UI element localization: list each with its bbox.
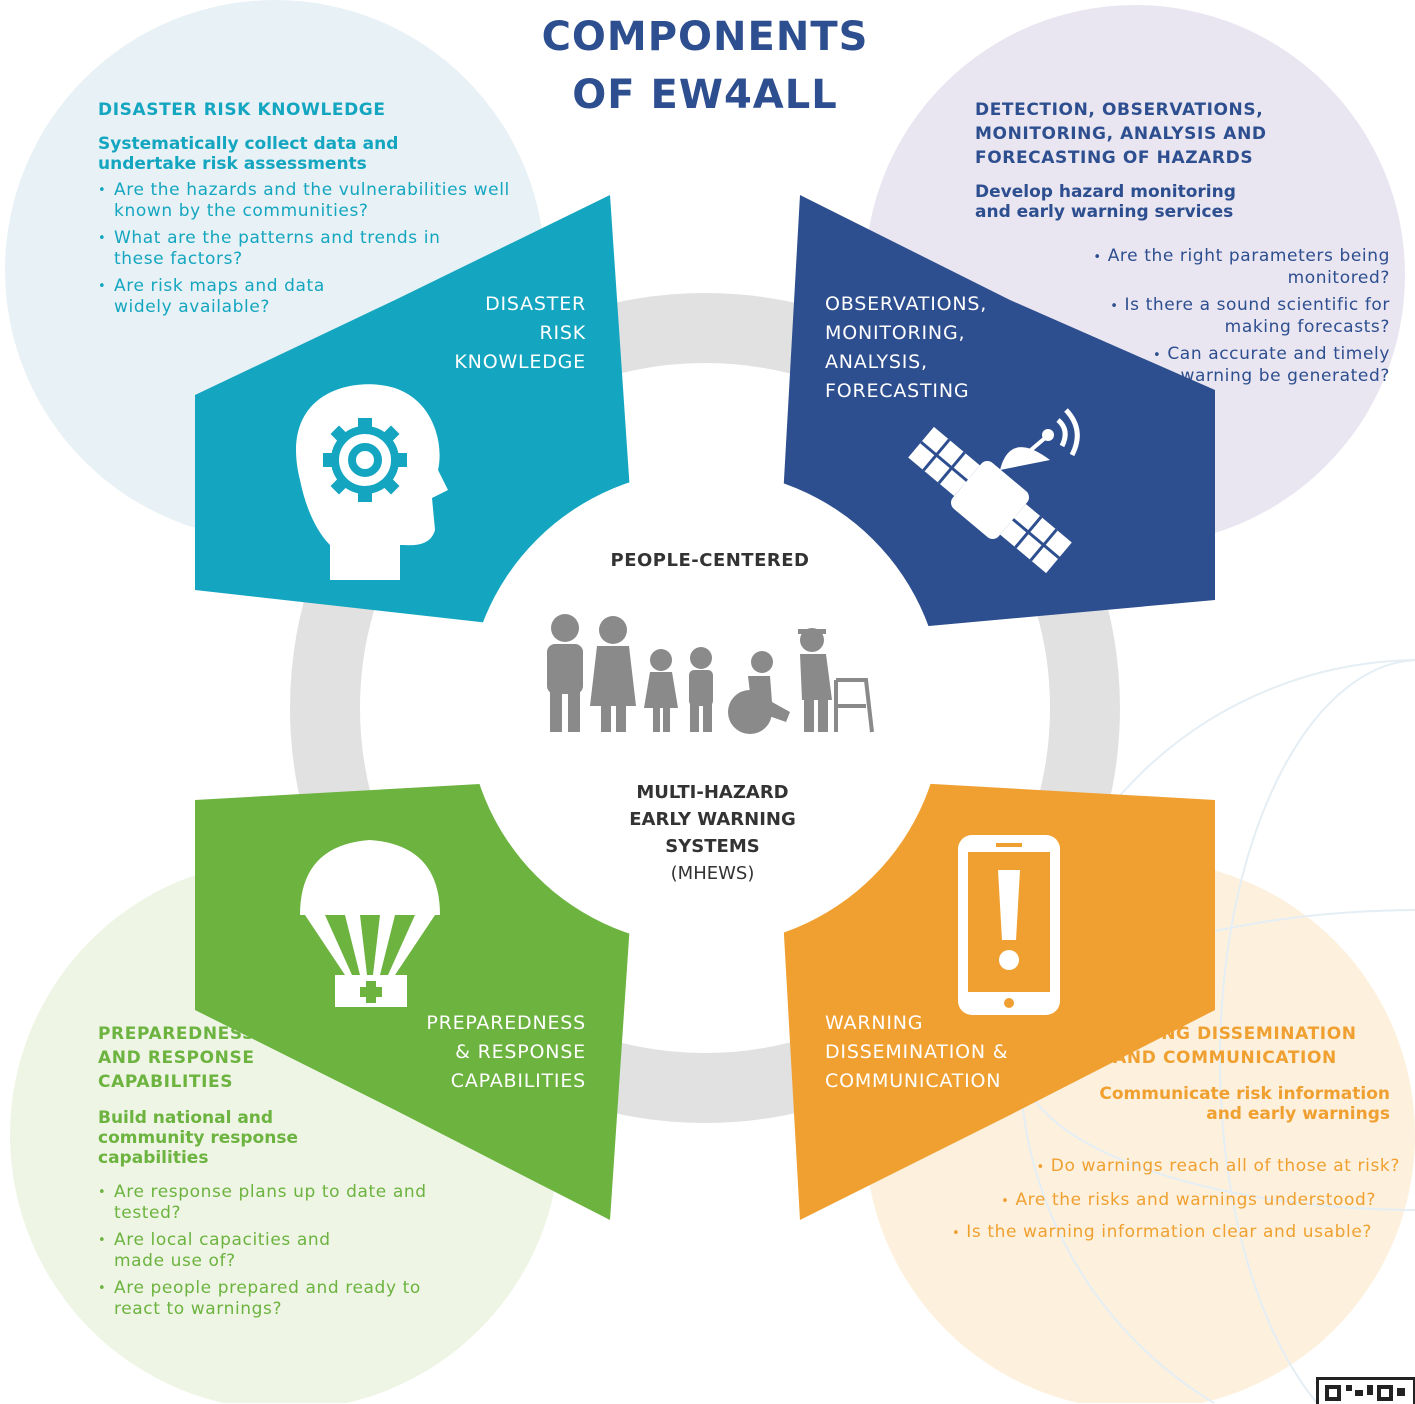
risk-petal-line: RISK	[539, 322, 586, 344]
preparedness-petal-line: CAPABILITIES	[450, 1070, 586, 1092]
dissemination-question: Are the risks and warnings understood?	[880, 1190, 1400, 1212]
observations-block: DETECTION, OBSERVATIONS, MONITORING, ANA…	[975, 98, 1375, 222]
observations-question: Are the right parameters being monitored…	[1020, 246, 1390, 289]
risk-petal-line: DISASTER	[485, 293, 586, 315]
dissemination-subheading: Communicate risk information and early w…	[1099, 1084, 1390, 1124]
satellite-icon	[908, 408, 1080, 574]
risk-question: Are the hazards and the vulnerabilities …	[98, 180, 524, 222]
observations-petal-line: OBSERVATIONS,	[825, 293, 988, 315]
title-line-2: OF EW4ALL	[572, 72, 838, 118]
risk-knowledge-block: DISASTER RISK KNOWLEDGE Systematically c…	[98, 98, 548, 318]
preparedness-subheading: Build national and community response ca…	[98, 1108, 298, 1168]
people-centered-label: PEOPLE-CENTERED	[610, 550, 810, 571]
dissemination-petal-line: COMMUNICATION	[825, 1070, 1002, 1092]
head-gear-icon	[296, 384, 448, 580]
mhews-line: MULTI-HAZARD	[636, 782, 789, 803]
preparedness-petal-line: PREPAREDNESS	[426, 1012, 586, 1034]
observations-question: Can accurate and timely warning be gener…	[1110, 344, 1390, 387]
preparedness-question: Are people prepared and ready to react t…	[98, 1278, 454, 1320]
preparedness-petal-label: PREPAREDNESS & RESPONSE CAPABILITIES	[396, 1009, 586, 1096]
page-title: COMPONENTS OF EW4ALL	[480, 8, 930, 124]
risk-petal-label: DISASTER RISK KNOWLEDGE	[420, 290, 586, 377]
dissemination-petal-line: WARNING	[825, 1012, 924, 1034]
observations-questions: Are the right parameters being monitored…	[1000, 240, 1390, 387]
dissemination-petal-line: DISSEMINATION &	[825, 1041, 1009, 1063]
observations-petal-line: MONITORING,	[825, 322, 966, 344]
risk-question: What are the patterns and trends in thes…	[98, 228, 474, 270]
mhews-line: (MHEWS)	[670, 863, 755, 884]
risk-subheading: Systematically collect data and undertak…	[98, 134, 399, 174]
observations-heading: DETECTION, OBSERVATIONS, MONITORING, ANA…	[975, 100, 1267, 168]
preparedness-question: Are local capacities and made use of?	[98, 1230, 384, 1272]
parachute-aid-icon	[300, 840, 440, 1007]
preparedness-question: Are response plans up to date and tested…	[98, 1182, 444, 1224]
observations-petal-line: ANALYSIS,	[825, 351, 928, 373]
people-silhouettes-icon	[547, 614, 874, 734]
risk-question: Are risk maps and data widely available?	[98, 276, 374, 318]
risk-petal-line: KNOWLEDGE	[454, 351, 586, 373]
preparedness-block: PREPAREDNESS AND RESPONSE CAPABILITIES B…	[98, 1022, 458, 1320]
dissemination-petal-label: WARNING DISSEMINATION & COMMUNICATION	[825, 1009, 1055, 1096]
dissemination-block: WARNING DISSEMINATION AND COMMUNICATION …	[1080, 1022, 1400, 1124]
title-line-1: COMPONENTS	[541, 14, 869, 60]
qr-code-icon	[1316, 1377, 1415, 1404]
phone-alert-icon	[958, 835, 1060, 1015]
observations-petal-label: OBSERVATIONS, MONITORING, ANALYSIS, FORE…	[825, 290, 1025, 406]
dissemination-questions: Do warnings reach all of those at risk? …	[880, 1156, 1400, 1244]
grey-ring	[290, 293, 1120, 1123]
preparedness-petal-line: & RESPONSE	[455, 1041, 586, 1063]
dissemination-question: Is the warning information clear and usa…	[880, 1222, 1400, 1244]
mhews-label: MULTI-HAZARD EARLY WARNING SYSTEMS (MHEW…	[585, 779, 840, 887]
preparedness-heading: PREPAREDNESS AND RESPONSE CAPABILITIES	[98, 1024, 255, 1092]
mhews-line: SYSTEMS	[665, 836, 760, 857]
mhews-line: EARLY WARNING	[629, 809, 796, 830]
dissemination-question: Do warnings reach all of those at risk?	[880, 1156, 1400, 1178]
risk-heading: DISASTER RISK KNOWLEDGE	[98, 100, 386, 120]
observations-question: Is there a sound scientific for making f…	[1060, 295, 1390, 338]
observations-petal-line: FORECASTING	[825, 380, 970, 402]
observations-petal	[775, 195, 1215, 640]
observations-subheading: Develop hazard monitoring and early warn…	[975, 182, 1236, 222]
dissemination-heading: WARNING DISSEMINATION AND COMMUNICATION	[1093, 1024, 1357, 1068]
